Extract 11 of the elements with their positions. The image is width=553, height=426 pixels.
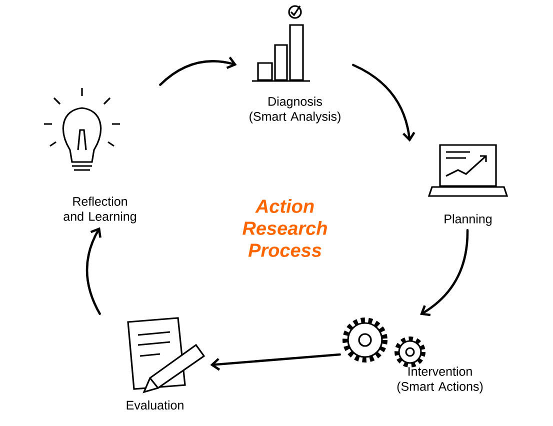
stage-label: Evaluation xyxy=(126,400,184,410)
arrow xyxy=(210,353,341,371)
diagram-title: Action Research Process xyxy=(242,199,327,257)
arrow xyxy=(420,229,469,316)
stage-label: Planning xyxy=(444,214,492,226)
stage-label: Reflection and Learning xyxy=(64,196,136,224)
arrow xyxy=(352,64,416,142)
arrow xyxy=(86,227,102,315)
stage-label: Intervention (Smart Actions) xyxy=(397,366,483,394)
stage-label: Diagnosis (Smart Analysis) xyxy=(250,96,340,124)
arrow xyxy=(159,56,237,86)
